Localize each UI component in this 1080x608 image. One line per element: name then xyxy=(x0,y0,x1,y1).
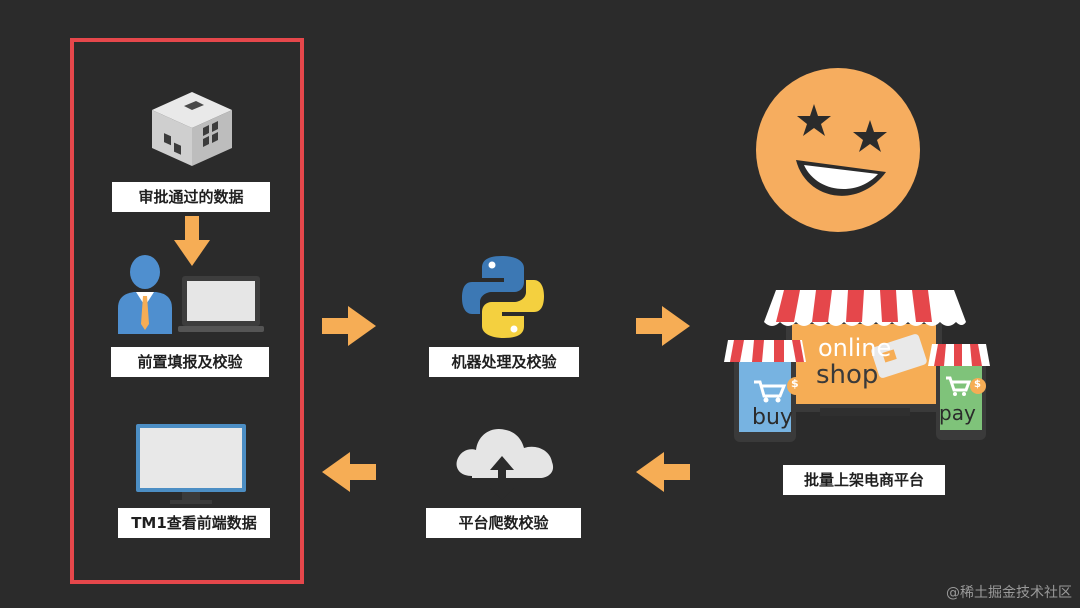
laptop-icon xyxy=(178,276,264,332)
shop-icon xyxy=(724,290,990,442)
cloud-sync-icon xyxy=(456,428,554,500)
cube-icon xyxy=(152,92,232,166)
approved-data-label: 审批通过的数据 xyxy=(112,182,270,212)
monitor-icon xyxy=(136,424,246,504)
batch-listing-label: 批量上架电商平台 xyxy=(783,465,945,495)
crawl-check-label: 平台爬数校验 xyxy=(426,508,581,538)
coin-icon-right: $ xyxy=(974,379,981,390)
tm1-view-label: TM1查看前端数据 xyxy=(118,508,270,538)
watermark: @稀土掘金技术社区 xyxy=(946,585,1072,601)
right-arrow-icon-2 xyxy=(636,306,690,346)
smiley-star-eyes-icon xyxy=(756,68,920,232)
python-icon xyxy=(462,256,544,338)
left-group-frame xyxy=(70,38,304,584)
shop-word-shop: shop xyxy=(816,360,879,390)
down-arrow-icon xyxy=(174,216,210,266)
buy-label: buy xyxy=(752,405,793,430)
left-arrow-icon xyxy=(322,452,376,492)
right-arrow-icon xyxy=(322,306,376,346)
pay-label: pay xyxy=(939,401,976,425)
shop-word-online: online xyxy=(818,334,892,362)
pre-fill-check-label: 前置填报及校验 xyxy=(111,347,269,377)
coin-icon-left: $ xyxy=(791,377,799,390)
machine-check-label: 机器处理及校验 xyxy=(429,347,579,377)
left-arrow-icon-2 xyxy=(636,452,690,492)
person-icon xyxy=(118,255,172,334)
